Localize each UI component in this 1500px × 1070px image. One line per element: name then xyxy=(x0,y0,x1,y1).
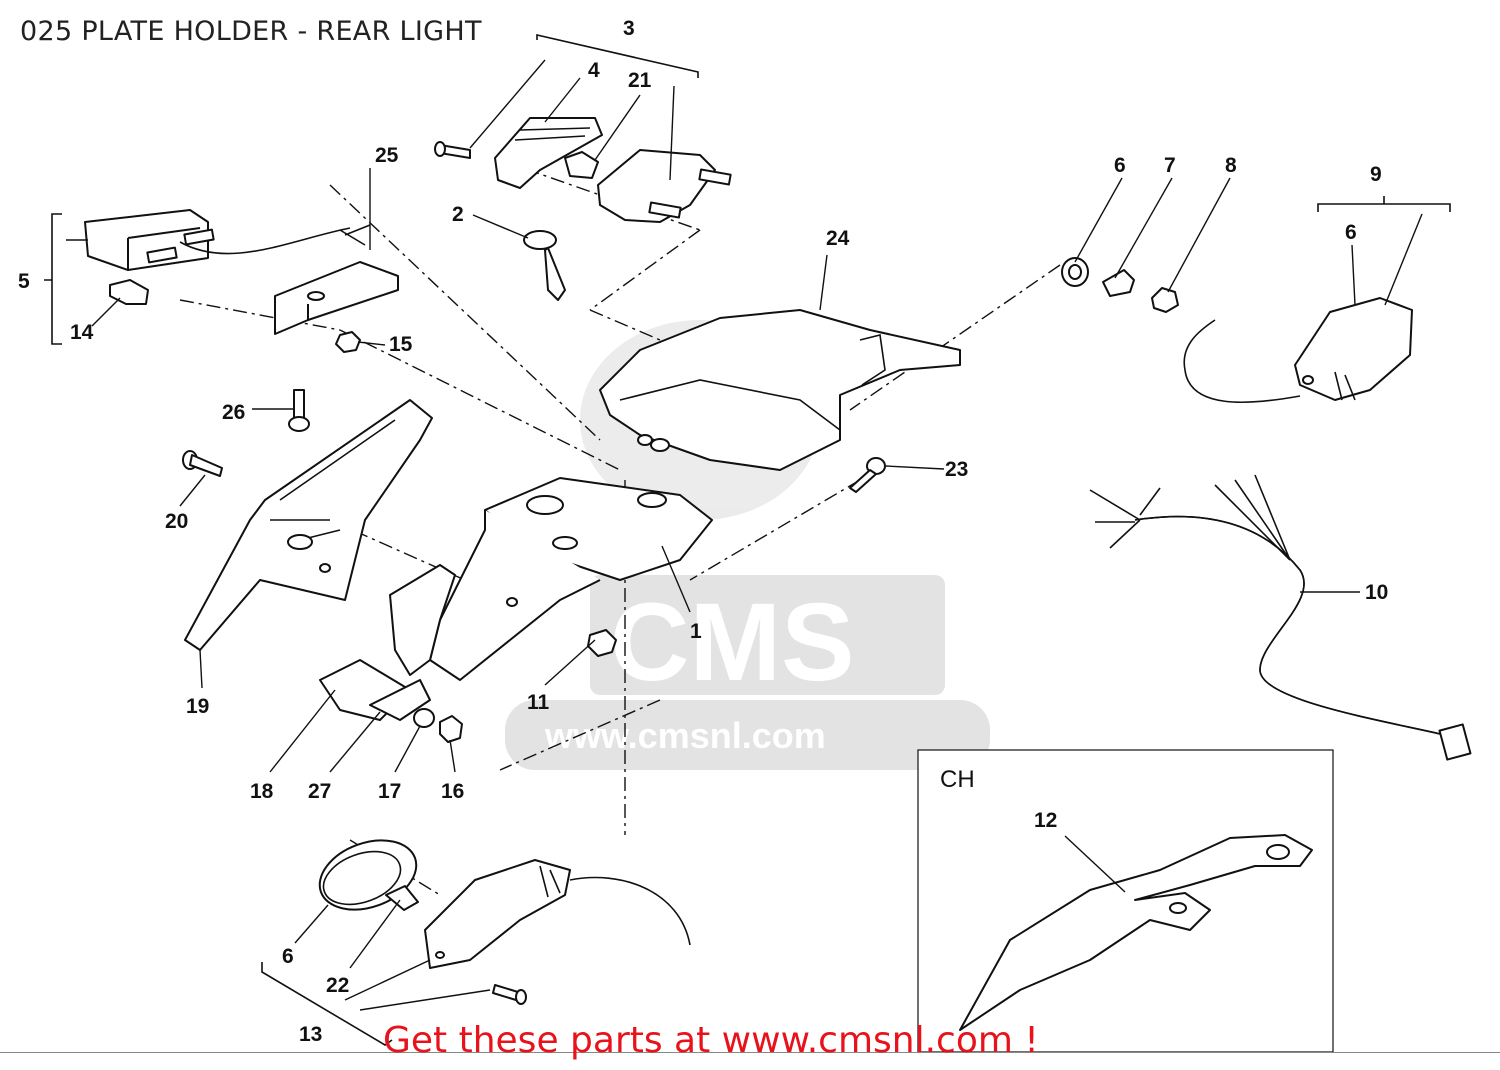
diagram-title: 025 PLATE HOLDER - REAR LIGHT xyxy=(20,16,482,47)
callout-12: 11 xyxy=(527,691,550,714)
callout-labels: 3 4 21 25 2 5 14 15 26 24 6 7 8 9 6 23 2… xyxy=(18,17,1388,1046)
spacer-8 xyxy=(1102,269,1135,297)
callout-9: 8 xyxy=(1225,154,1237,177)
plate-frame-20 xyxy=(184,399,433,651)
callout-13: 12 xyxy=(1034,809,1057,832)
washer-18 xyxy=(413,708,435,728)
callout-16: 15 xyxy=(389,333,413,356)
callout-17: 16 xyxy=(441,780,464,803)
watermark-logo-text: CMS xyxy=(610,581,854,704)
bracket-19-28 xyxy=(319,564,456,721)
turn-indicator-right xyxy=(1183,297,1413,404)
screw-rear-light xyxy=(434,141,471,159)
rear-light-body xyxy=(597,149,732,223)
callout-8: 7 xyxy=(1164,154,1176,177)
callout-14: 13 xyxy=(299,1023,322,1046)
bulb-15 xyxy=(109,279,149,305)
watermark-url-text: www.cmsnl.com xyxy=(544,715,826,756)
callout-26: 25 xyxy=(375,144,399,167)
footer-divider xyxy=(0,1052,1500,1053)
wiring-harness-11 xyxy=(1089,474,1472,761)
callout-7: 6 xyxy=(1114,154,1126,177)
callout-20: 19 xyxy=(186,695,209,718)
callout-19: 18 xyxy=(250,780,274,803)
callout-27: 26 xyxy=(222,401,245,424)
callout-28: 27 xyxy=(308,780,331,803)
group-brackets xyxy=(44,33,1451,1046)
callout-15: 14 xyxy=(70,321,94,344)
screw-27 xyxy=(288,389,310,432)
callout-22: 21 xyxy=(628,69,652,92)
turn-indicator-left xyxy=(318,839,691,969)
bracket-26 xyxy=(274,224,399,335)
rear-light-lens-4 xyxy=(494,117,603,189)
callout-10: 9 xyxy=(1370,163,1382,186)
bulb-22 xyxy=(564,151,599,179)
callout-25: 24 xyxy=(826,227,850,250)
nut-17 xyxy=(439,715,463,743)
screw-left-indicator xyxy=(492,984,527,1005)
grommet-2 xyxy=(523,230,566,301)
rubber-7 xyxy=(1061,257,1089,287)
footer-link-banner[interactable]: Get these parts at www.cmsnl.com ! xyxy=(383,1020,1039,1061)
watermark: CMS www.cmsnl.com xyxy=(505,320,990,770)
callout-21: 20 xyxy=(165,510,188,533)
callout-3: 3 xyxy=(623,17,635,40)
nut-16 xyxy=(335,331,361,353)
callout-23: 22 xyxy=(326,974,349,997)
callout-5: 5 xyxy=(18,270,30,293)
callout-11: 10 xyxy=(1365,581,1388,604)
inset-label: CH xyxy=(940,766,975,793)
callout-6-right: 6 xyxy=(1345,221,1357,244)
screw-24 xyxy=(849,457,886,493)
leader-lines xyxy=(66,59,1423,1011)
watermark-url-block xyxy=(505,700,990,770)
screw-21 xyxy=(182,450,223,477)
callout-24: 23 xyxy=(945,458,968,481)
ch-inset: CH xyxy=(917,749,1334,1053)
rear-fairing-25 xyxy=(599,309,961,471)
plate-holder-1 xyxy=(429,477,713,681)
watermark-logo-block xyxy=(590,575,945,695)
license-light-unit xyxy=(84,209,351,271)
callout-2: 2 xyxy=(452,203,464,226)
callout-1: 1 xyxy=(690,620,702,643)
callout-4: 4 xyxy=(588,59,600,82)
nut-9 xyxy=(1151,287,1179,313)
callout-18: 17 xyxy=(378,780,401,803)
callout-6-left: 6 xyxy=(282,945,294,968)
